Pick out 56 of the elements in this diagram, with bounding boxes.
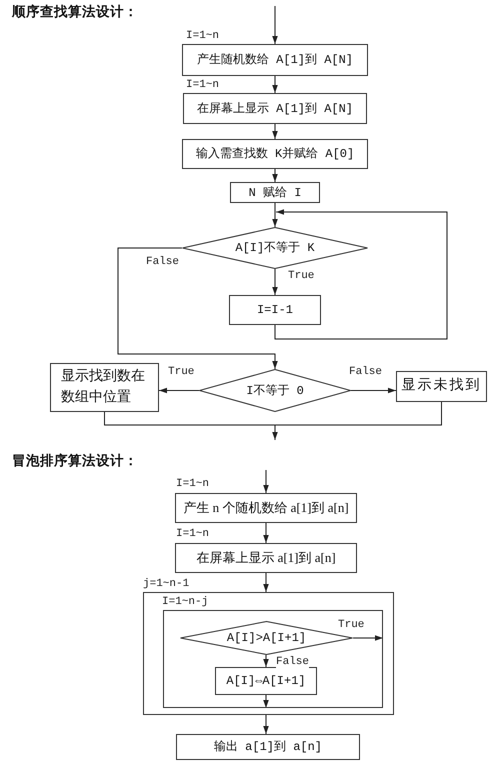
arrow: [263, 470, 269, 494]
process-box: [229, 295, 321, 325]
step-text: I=I-1: [256, 302, 293, 319]
process-box: [176, 734, 360, 760]
process-box: [182, 44, 368, 76]
arrow: [350, 388, 396, 394]
edge-label: False: [276, 656, 310, 669]
loop-range-label: j=1~n-1: [143, 578, 190, 591]
arrow: [263, 572, 269, 592]
step-text: 输入需查找数 K并赋给 A[0]: [196, 146, 354, 163]
process-box: [182, 139, 368, 169]
process-box: [396, 371, 487, 402]
condition-text: A[I]>A[I+1]: [226, 630, 306, 647]
loop-range-label: I=1~n: [176, 528, 210, 541]
step-text: 显示未找到: [402, 376, 482, 396]
arrow: [263, 522, 269, 544]
arrow: [158, 388, 200, 394]
section-heading: 冒泡排序算法设计：: [12, 453, 138, 469]
loop-range-label: I=1~n: [176, 478, 210, 491]
step-text: 显示找到数在数组中位置: [61, 368, 146, 408]
decision-diamond: [199, 369, 351, 412]
arrow: [263, 694, 269, 708]
process-box: [183, 93, 367, 124]
loop-range-label: I=1~n-j: [162, 596, 208, 609]
step-text: 输出 a[1]到 a[n]: [214, 739, 322, 756]
arrow: [272, 424, 278, 440]
arrow: [272, 76, 278, 94]
arrow: [352, 635, 384, 641]
arrow: [272, 268, 278, 296]
condition-text: A[I]不等于 K: [235, 240, 315, 257]
arrow: [274, 209, 448, 340]
step-text: 在屏幕上显示 a[1]到 a[n]: [196, 549, 336, 568]
step-text: 产生随机数给 A[1]到 A[N]: [196, 52, 353, 69]
arrow: [263, 714, 269, 734]
step-text: A[I]⇔A[I+1]: [226, 673, 306, 690]
arrow: [263, 654, 269, 668]
decision-diamond: [182, 227, 368, 269]
process-box: [175, 543, 357, 573]
condition-text: I不等于 0: [246, 382, 304, 400]
arrow: [272, 168, 278, 182]
connector-line: [104, 412, 276, 426]
loop-frame: [143, 592, 394, 715]
connector-line: [274, 402, 442, 426]
process-box: [230, 182, 320, 203]
section-heading: 顺序查找算法设计：: [12, 4, 138, 20]
step-text: N 赋给 I: [248, 184, 302, 202]
loop-range-label: I=1~n: [186, 79, 220, 92]
loop-range-label: I=1~n: [186, 30, 220, 43]
arrow: [272, 6, 278, 44]
process-box: [50, 363, 159, 412]
step-text: 在屏幕上显示 A[1]到 A[N]: [196, 100, 353, 118]
arrow: [272, 124, 278, 140]
arrow: [118, 248, 278, 370]
process-box: [175, 493, 357, 523]
step-text: 产生 n 个随机数给 a[1]到 a[n]: [183, 499, 349, 518]
loop-frame: [163, 610, 383, 708]
